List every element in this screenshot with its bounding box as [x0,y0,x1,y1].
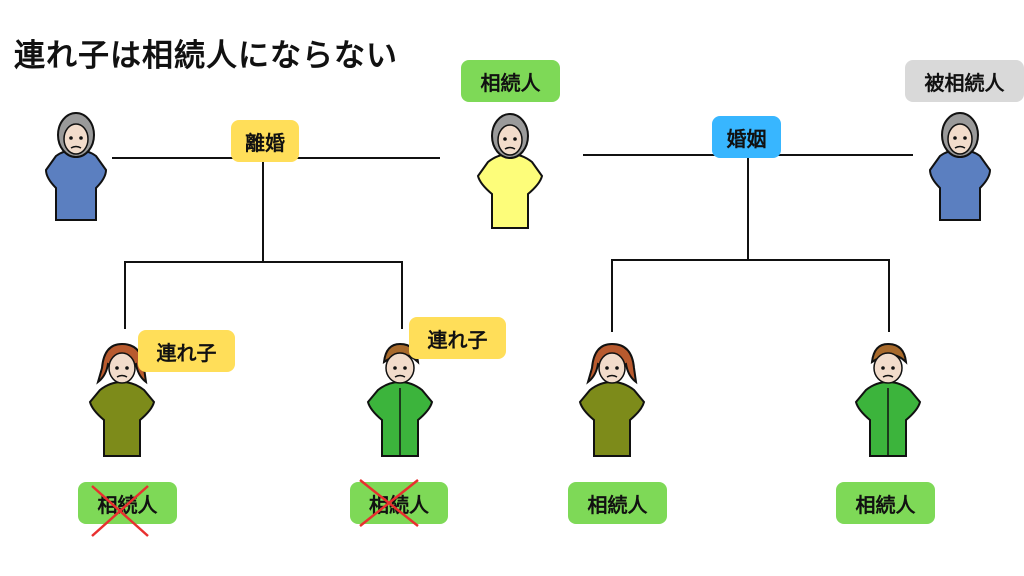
page-title: 連れ子は相続人にならない [14,38,398,74]
heir-1-cross-mark [91,485,149,537]
marriage-child-2-drop [888,259,890,332]
marriage-children-bar [611,259,890,261]
spouse-figure [476,113,544,229]
marriage-descent-line [747,155,749,259]
heir-3-tag: 相続人 [568,482,667,524]
decedent-tag: 被相続人 [905,60,1024,102]
heir-top-tag: 相続人 [461,60,560,102]
stepchild-2-tag: 連れ子 [409,317,506,359]
ex-spouse-figure [44,112,108,221]
heir-2-cross-mark [359,479,419,527]
child-2-figure [854,342,922,457]
decedent-figure [928,112,992,221]
divorce-descent-line [262,158,264,262]
divorce-children-bar [124,261,403,263]
stepchild-1-tag: 連れ子 [138,330,235,372]
marriage-child-1-drop [611,259,613,332]
heir-4-tag: 相続人 [836,482,935,524]
marriage-tag: 婚姻 [712,116,781,158]
child-1-figure [578,342,646,457]
divorce-child-1-drop [124,261,126,329]
stepchild-1-figure [88,342,156,457]
divorce-tag: 離婚 [231,120,299,162]
divorce-child-2-drop [401,261,403,329]
